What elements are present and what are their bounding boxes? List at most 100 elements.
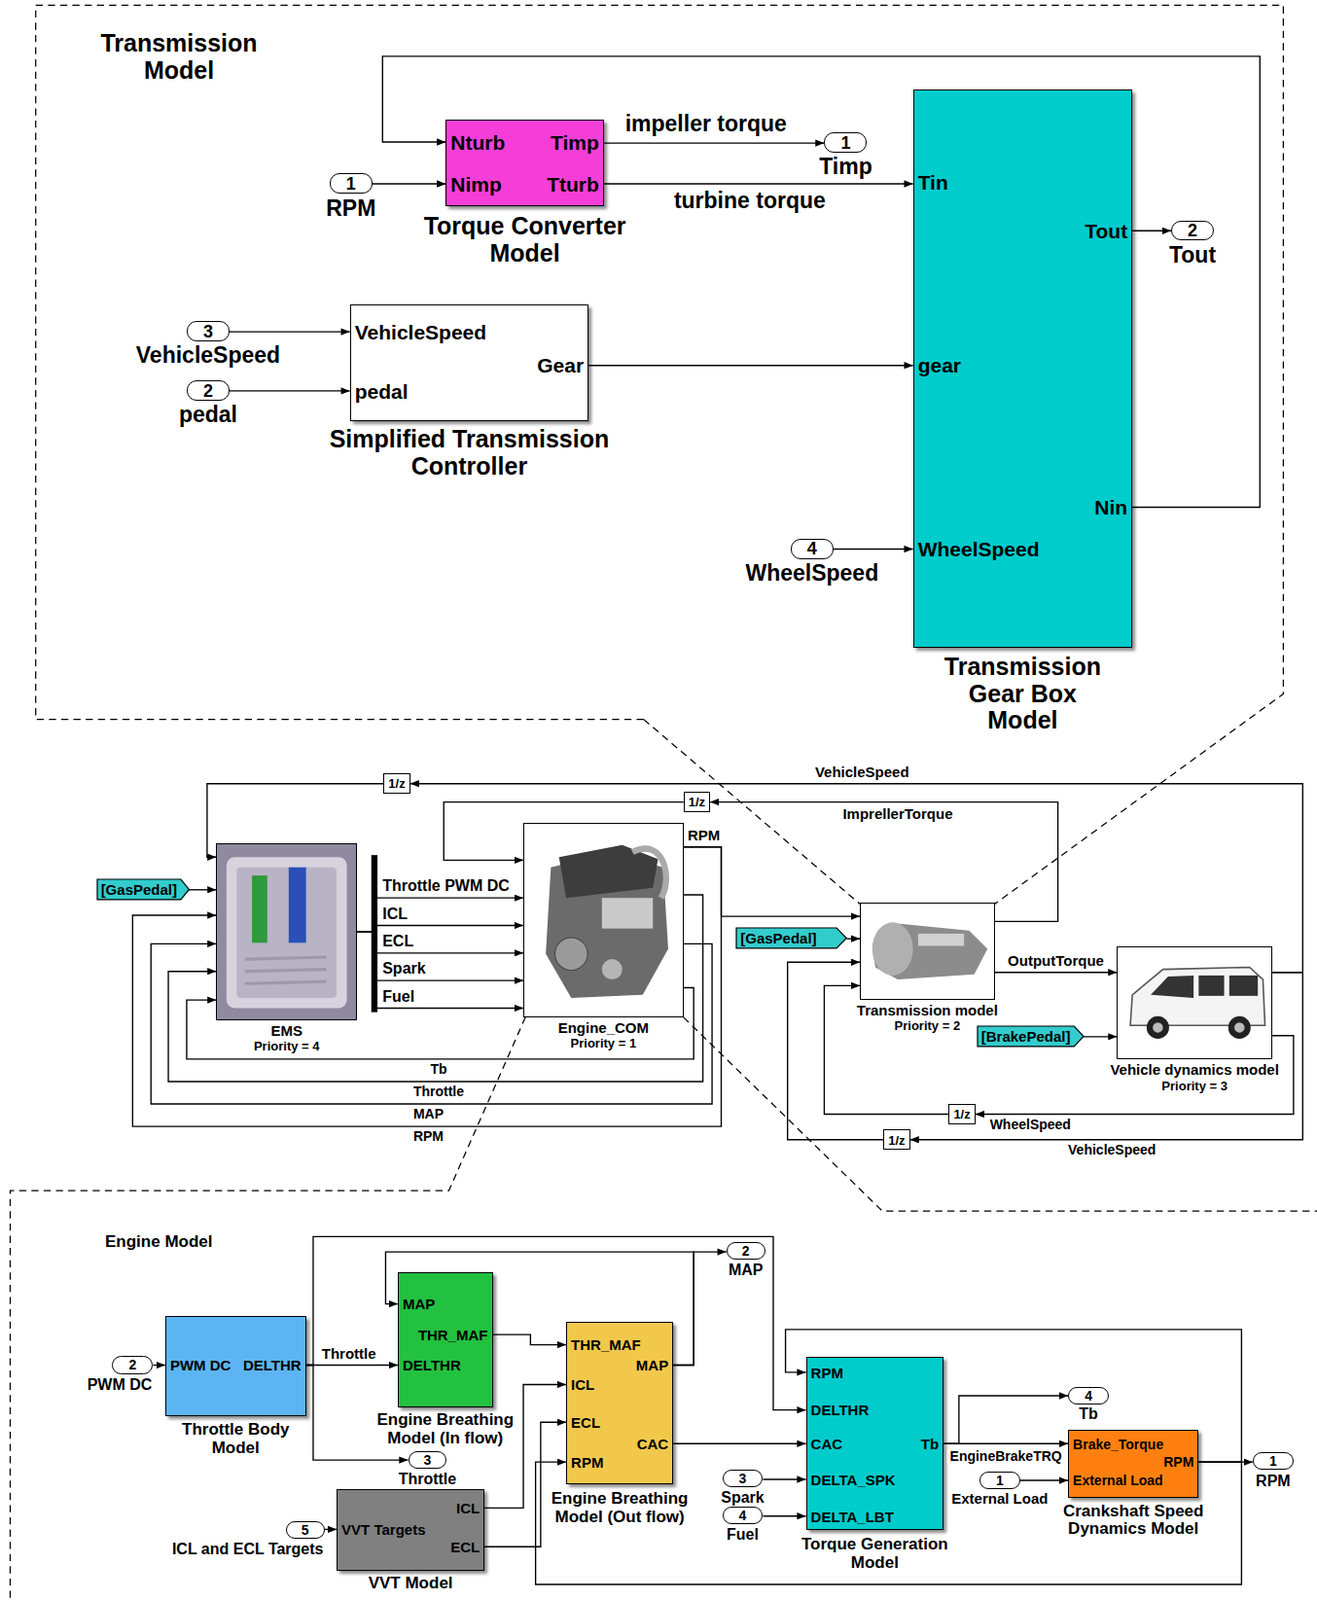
port-oval: 2PWM DC [111, 1355, 153, 1375]
signal-label: Spark [380, 961, 428, 979]
pin-label: 1/z [949, 1107, 974, 1121]
pin-label: DELTA_LBT [811, 1508, 894, 1526]
pin-label: ICL [570, 1377, 595, 1394]
port-oval: 1RPM [329, 173, 373, 194]
port-oval: 3VehicleSpeed [186, 320, 230, 342]
port-oval: 5ICL and ECL Targets [285, 1521, 325, 1539]
signal-label: ECL [380, 932, 416, 951]
port-number: 2 [187, 382, 229, 400]
pin-label: External Load [1072, 1473, 1164, 1489]
unit-delay: 1/z [948, 1103, 975, 1125]
signal-line [493, 1334, 568, 1345]
transmission-highlight [918, 933, 964, 947]
block-name: Transmission Gear Box Model [934, 653, 1110, 735]
block-name: Priority = 1 [525, 1036, 681, 1051]
van-wheel [1146, 1016, 1170, 1039]
port-number: 3 [409, 1453, 447, 1467]
signal-line [229, 390, 351, 392]
signal-line [410, 783, 1304, 973]
port-number: 4 [723, 1508, 763, 1523]
block-name: Timp [806, 155, 885, 178]
signal-line [356, 931, 524, 954]
engine-picture [523, 823, 684, 1018]
block-name: Vehicle dynamics model [1097, 1062, 1292, 1079]
region-title: Engine Model [105, 1233, 300, 1252]
pin-label: VVT Targets [341, 1522, 426, 1539]
pin-label: ICL [456, 1500, 480, 1518]
port-number: 2 [112, 1357, 152, 1372]
van-hub [1152, 1022, 1163, 1033]
pin-label: Gear [536, 355, 584, 378]
image-block: EMSPriority = 4 [215, 843, 357, 1020]
signal-line [833, 548, 914, 550]
signal-line [356, 925, 524, 932]
signal-label: Throttle PWM DC [380, 878, 512, 896]
signal-line [943, 1443, 1068, 1445]
block-name: Spark [709, 1490, 778, 1506]
pin-label: PWM DC [170, 1357, 232, 1375]
pin-label: 1/z [884, 1133, 909, 1146]
signal-line [943, 1395, 1068, 1444]
port-number: 5 [286, 1523, 324, 1537]
signal-line [1083, 1035, 1118, 1037]
port-number: 4 [791, 539, 833, 558]
port-oval: 1RPM [1252, 1452, 1294, 1470]
engine-cover [559, 845, 659, 899]
van-body [1130, 967, 1265, 1027]
signal-line [763, 1478, 807, 1480]
block-name: RPM [1244, 1473, 1303, 1490]
block-name: RPM [312, 197, 391, 220]
van-wheel [1228, 1016, 1251, 1039]
block-name: Simplified Transmission Controller [318, 426, 620, 480]
dashed-region: Engine Model2PWM DCPWM DCDELTHRThrottle … [9, 1190, 1317, 1600]
signal-line [132, 847, 721, 1127]
model-block: NturbTimpNimpTturbTorque Converter Model [445, 119, 605, 207]
goto-tag: [GasPedal] [97, 879, 189, 900]
model-block: MAPTHR_MAFDELTHREngine Breathing Model (… [397, 1272, 494, 1408]
signal-line [763, 1515, 807, 1517]
pin-label: Brake_Torque [1072, 1437, 1164, 1453]
pin-label: [GasPedal] [101, 881, 178, 898]
engine-pulley [555, 937, 589, 971]
port-oval: 1External Load [979, 1471, 1021, 1490]
block-name: Priority = 3 [1097, 1079, 1292, 1094]
signal-label: RPM [685, 827, 722, 845]
pin-label: MAP [402, 1296, 435, 1314]
signal-label: Throttle [320, 1346, 379, 1363]
model-block: THR_MAFMAPICLECLCACRPMEngine Breathing M… [566, 1321, 674, 1485]
block-name: WheelSpeed [724, 562, 900, 585]
bell-housing [872, 922, 914, 976]
block-name: PWM DC [87, 1377, 153, 1393]
pin-label: Nin [1094, 497, 1128, 520]
signal-line [683, 847, 860, 917]
block-name: EMS [218, 1023, 356, 1040]
pin-label: Tturb [546, 173, 600, 196]
signal-label: WheelSpeed [988, 1117, 1073, 1133]
engine-manifold [602, 897, 653, 928]
signal-label: Tb [427, 1062, 449, 1077]
port-number: 3 [187, 322, 229, 341]
signal-line [229, 330, 351, 332]
pin-label: CAC [811, 1436, 844, 1454]
block-name: External Load [936, 1491, 1064, 1506]
pin-label: RPM [1163, 1455, 1194, 1470]
signal-line [168, 894, 704, 1082]
model-block: VehicleSpeedGearpedalSimplified Transmis… [350, 304, 589, 423]
van-window [1150, 975, 1194, 998]
ecu-picture [215, 844, 357, 1021]
pin-label: MAP [636, 1357, 669, 1375]
model-block: Brake_TorqueRPMExternal LoadCrankshaft S… [1067, 1429, 1199, 1497]
engine-pulley [602, 959, 623, 980]
tag-shape [97, 879, 189, 900]
unit-delay: 1/z [383, 773, 410, 794]
image-block: Vehicle dynamics modelPriority = 3 [1116, 946, 1272, 1059]
port-number: 3 [723, 1471, 763, 1486]
tag-shape [977, 1026, 1084, 1047]
port-oval: 4WheelSpeed [790, 538, 834, 560]
ecu-fins [245, 957, 327, 984]
model-block: ICLVVT TargetsECLVVT Model [336, 1489, 485, 1571]
block-name: Crankshaft Speed Dynamics Model [1055, 1502, 1211, 1539]
tag-shape [736, 927, 847, 949]
port-oval: 4Tb [1067, 1387, 1109, 1405]
